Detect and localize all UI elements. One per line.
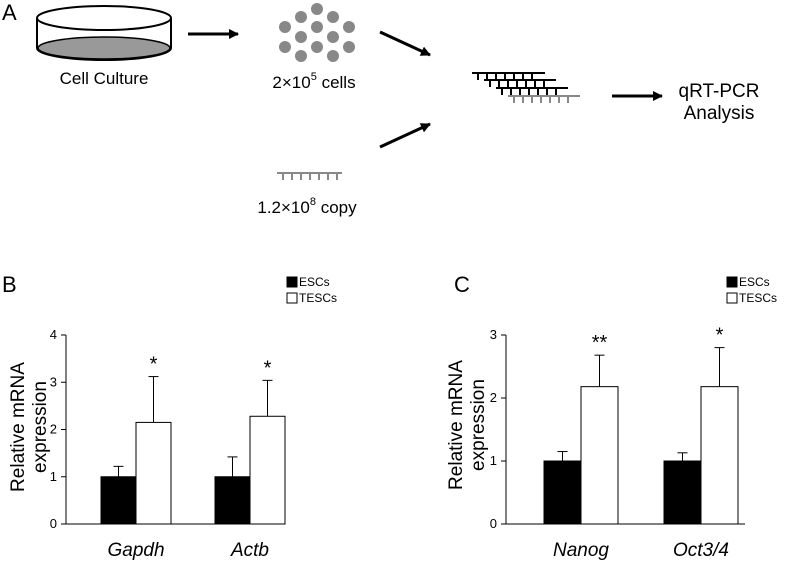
panel-letter-a: A xyxy=(2,0,17,25)
bar-escs-oct34 xyxy=(663,460,702,525)
legend-swatch xyxy=(286,292,298,304)
legend-swatch xyxy=(726,292,738,304)
legend-label: ESCs xyxy=(739,275,770,289)
bar-tescs-oct34 xyxy=(700,386,739,525)
y-tick-label: 1 xyxy=(50,469,57,484)
y-tick-label: 2 xyxy=(490,390,497,405)
y-axis-label: Relative mRNA xyxy=(8,362,29,492)
mixed-strands-icon xyxy=(472,72,580,103)
cell-culture-label: Cell Culture xyxy=(60,69,149,88)
legend-swatch xyxy=(286,276,298,288)
significance-marker: * xyxy=(150,354,158,376)
y-tick-label: 2 xyxy=(50,422,57,437)
y-tick-label: 3 xyxy=(50,374,57,389)
y-axis-label: Relative mRNA xyxy=(446,360,467,490)
bar-escs-nanog xyxy=(543,460,582,525)
bar-tescs-gapdh xyxy=(135,421,172,525)
bar-tescs-nanog xyxy=(580,386,619,525)
arrow-icon xyxy=(379,122,431,149)
analysis-label-line2: Analysis xyxy=(684,103,755,124)
analysis-label-line1: qRT-PCR xyxy=(679,81,760,102)
panel-letter-b: B xyxy=(2,272,17,297)
x-category-label: Oct3/4 xyxy=(673,540,729,561)
cells-cluster-icon xyxy=(279,3,355,62)
legend-swatch xyxy=(726,276,738,288)
y-tick-label: 1 xyxy=(490,453,497,468)
panel-letter-c: C xyxy=(454,272,470,297)
dna-strand-icon xyxy=(277,172,342,180)
legend-label: TESCs xyxy=(739,291,777,305)
legend-label: ESCs xyxy=(299,275,330,289)
copy-count-label: 1.2×108 copy xyxy=(257,196,357,217)
y-tick-label: 0 xyxy=(490,516,497,531)
y-tick-label: 0 xyxy=(50,516,57,531)
bar-escs-actb xyxy=(214,476,251,525)
bar-tescs-actb xyxy=(249,415,286,525)
y-axis-label: expression xyxy=(468,379,489,471)
x-category-label: Nanog xyxy=(553,540,609,561)
significance-marker: ** xyxy=(592,332,608,354)
cells-count-label: 2×105 cells xyxy=(272,71,355,92)
significance-marker: * xyxy=(264,357,272,379)
x-category-label: Actb xyxy=(230,540,269,561)
significance-marker: * xyxy=(716,325,724,347)
y-tick-label: 4 xyxy=(50,327,57,342)
bar-escs-gapdh xyxy=(100,476,137,525)
cell-culture-dish-icon xyxy=(36,5,172,61)
y-tick-label: 3 xyxy=(490,327,497,342)
x-category-label: Gapdh xyxy=(107,540,164,561)
legend-label: TESCs xyxy=(299,291,337,305)
arrow-icon xyxy=(379,30,431,57)
y-axis-label: expression xyxy=(30,381,51,473)
